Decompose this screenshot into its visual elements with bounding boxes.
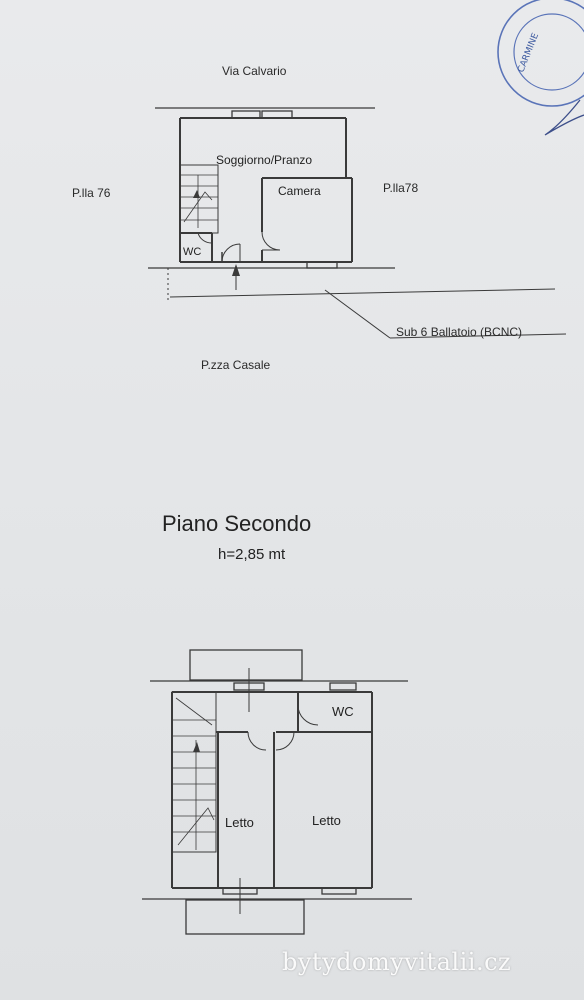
- room-living-label: Soggiorno/Pranzo: [216, 153, 313, 167]
- room-wc-label: WC: [183, 246, 202, 258]
- callout-label: Sub 6 Ballatoio (BCNC): [396, 325, 523, 339]
- room-bed2-label: Letto: [312, 813, 341, 828]
- plan-title: Piano Secondo: [162, 511, 312, 536]
- plan-height: h=2,85 mt: [218, 546, 286, 563]
- stamp-outer: [497, 0, 584, 107]
- plot-left-label: P.lla 76: [72, 186, 111, 200]
- stamp-inner: [513, 13, 584, 91]
- square-bottom-label: P.zza Casale: [201, 358, 271, 372]
- room-bed1-label: Letto: [225, 815, 254, 830]
- balcony-top: [189, 649, 303, 681]
- watermark: bytydomyvitalii.cz: [282, 948, 512, 976]
- staircase-2: [171, 691, 217, 853]
- room-bedroom-label: Camera: [278, 184, 321, 198]
- street-top-label: Via Calvario: [222, 64, 287, 78]
- window-top-left: [231, 110, 261, 119]
- plot-right-label: P.lla78: [383, 181, 419, 195]
- window-top-right: [261, 110, 293, 119]
- balcony-bottom: [185, 899, 305, 935]
- room-wc2-label: WC: [332, 704, 354, 719]
